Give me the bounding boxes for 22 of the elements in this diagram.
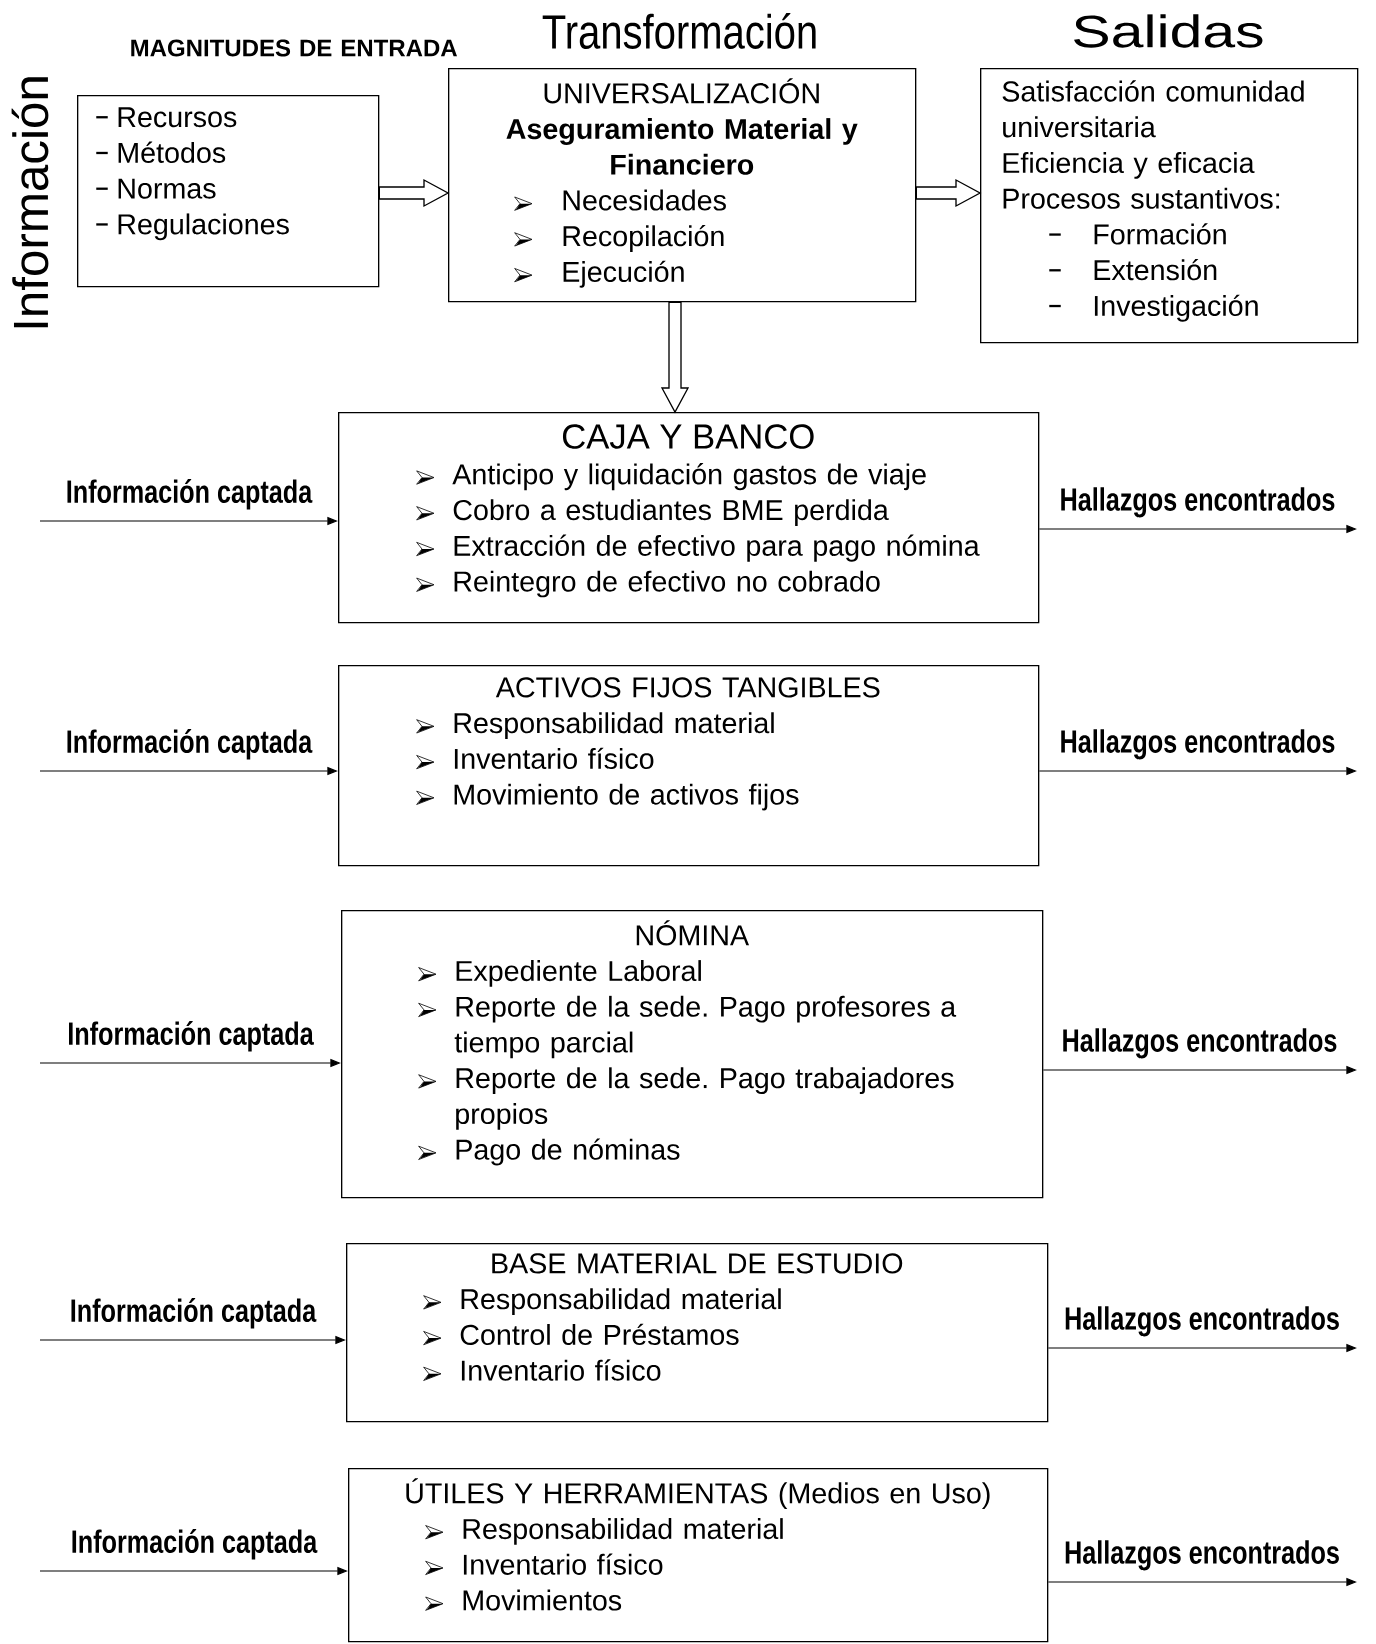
edge-label: Hallazgos encontrados [1065, 1306, 1339, 1337]
process-box: ACTIVOS FIJOS TANGIBLES Responsabilidad material Inventario físico Movimiento de activos fijos [338, 665, 1040, 867]
edge-label: Hallazgos encontrados [1061, 487, 1335, 518]
edge-label: Información captada [72, 1529, 318, 1560]
process-box: UNIVERSALIZACIÓN Aseguramiento Material y Financiero Necesidades Recopilación Ejecución [448, 68, 917, 303]
process-box: NÓMINA Expediente Laboral Reporte de la sede. Pago profesores a tiempo parcial Reporte de la sede. Pago trabajadores propios Pago de nóminas [341, 910, 1044, 1199]
hollow-arrow [378, 178, 450, 208]
edge-label: Información captada [69, 1021, 314, 1052]
edge-label: Hallazgos encontrados [1063, 1028, 1337, 1059]
edge-label: Información captada [67, 479, 313, 510]
edge-label: Hallazgos encontrados [1065, 1540, 1339, 1571]
edge-label: Hallazgos encontrados [1061, 729, 1335, 760]
process-box: CAJA Y BANCO Anticipo y liquidación gastos de viaje Cobro a estudiantes BME perdida Extracción de efectivo para pago nómina Reintegro de efectivo no cobrado [338, 412, 1040, 624]
input-box: Recursos Métodos Normas Regulaciones [77, 95, 380, 288]
process-box: ÚTILES Y HERRAMIENTAS (Medios en Uso) Responsabilidad material Inventario físico Movimientos [348, 1468, 1049, 1643]
hollow-arrow [915, 178, 982, 208]
hollow-arrow [660, 301, 690, 414]
process-box: BASE MATERIAL DE ESTUDIO Responsabilidad material Control de Préstamos Inventario físico [346, 1243, 1049, 1423]
output-box: Satisfacción comunidad universitaria Eficiencia y eficacia Procesos sustantivos: Formación Extensión Investigación [980, 68, 1359, 344]
edge-label: Información captada [71, 1298, 317, 1329]
edge-label: Información captada [67, 729, 313, 760]
column-heading: MAGNITUDES DE ENTRADA [131, 39, 457, 57]
